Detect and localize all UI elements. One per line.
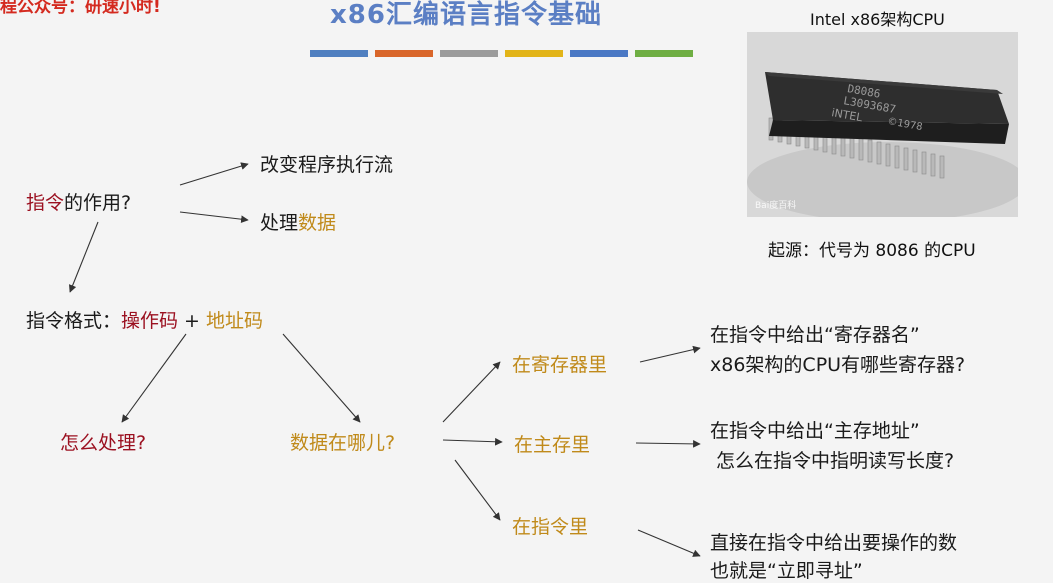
desc-register-line1: 在指令中给出“寄存器名” xyxy=(710,324,920,346)
baike-watermark: Bai度百科 xyxy=(755,199,796,211)
slide-title: x86汇编语言指令基础 xyxy=(330,0,602,30)
instruction-format: 指令格式：操作码+地址码 xyxy=(26,310,263,332)
photo-caption: Intel x86架构CPU xyxy=(810,10,945,29)
desc-instruction-line1: 直接在指令中给出要操作的数 xyxy=(710,532,958,554)
arrow-to-where xyxy=(282,333,361,423)
question-where-data: 数据在哪儿? xyxy=(290,432,396,454)
location-instruction: 在指令里 xyxy=(512,516,589,538)
desc-instruction-line2: 也就是“立即寻址” xyxy=(710,560,863,582)
desc-memory-line1: 在指令中给出“主存地址” xyxy=(710,420,920,442)
desc-memory-line2: 怎么在指令中指明读写长度? xyxy=(716,450,955,472)
role-process-data: 处理数据 xyxy=(260,212,337,234)
location-register: 在寄存器里 xyxy=(512,354,608,376)
arrow-to-memory xyxy=(442,437,503,446)
color-bar-segment xyxy=(635,50,693,57)
question-how-process: 怎么处理? xyxy=(60,432,147,454)
arrow-to-change-flow xyxy=(179,162,249,186)
arrow-to-instruction xyxy=(454,459,501,521)
arrow-memory-desc xyxy=(635,440,701,448)
color-bar-segment xyxy=(570,50,628,57)
arrow-to-process-data xyxy=(179,211,249,224)
color-bar-segment xyxy=(505,50,563,57)
arrow-instruction-desc xyxy=(637,529,701,557)
arrow-to-format xyxy=(68,221,99,293)
chip-marking-1: D8086 xyxy=(846,82,881,101)
arrow-to-register xyxy=(442,361,501,423)
question-instruction-role: 指令的作用? xyxy=(26,192,132,214)
origin-note: 起源：代号为 8086 的CPU xyxy=(768,241,976,261)
color-bar-segment xyxy=(375,50,433,57)
chip-brand: iNTEL xyxy=(830,106,864,124)
title-color-bar xyxy=(310,50,693,57)
cpu-chip-illustration: D8086 L3093687 iNTEL ©1978 Bai度百科 xyxy=(747,32,1018,217)
color-bar-segment xyxy=(310,50,368,57)
arrow-to-how xyxy=(121,333,187,423)
arrow-register-desc xyxy=(639,345,701,363)
desc-register-line2: x86架构的CPU有哪些寄存器? xyxy=(710,354,966,376)
cpu-chip-photo: D8086 L3093687 iNTEL ©1978 Bai度百科 xyxy=(747,32,1018,217)
location-memory: 在主存里 xyxy=(514,434,591,456)
watermark-text: 程公众号：研速小时! xyxy=(0,0,161,17)
role-change-flow: 改变程序执行流 xyxy=(260,154,394,176)
color-bar-segment xyxy=(440,50,498,57)
